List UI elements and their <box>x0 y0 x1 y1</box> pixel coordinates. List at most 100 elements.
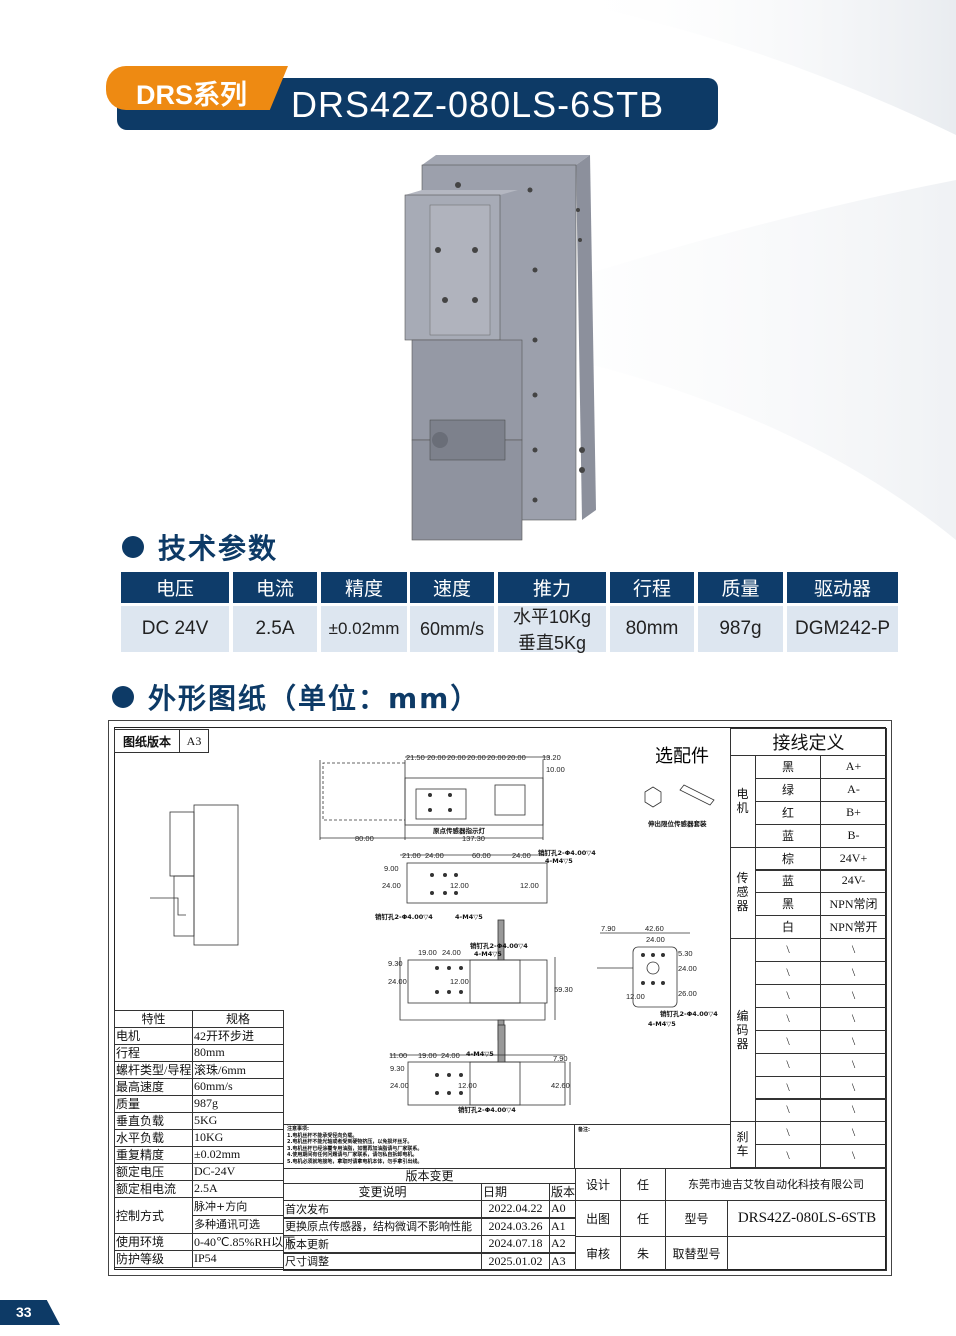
revision-header: 日期 <box>483 1185 508 1199</box>
property-value: 2.5A <box>194 1181 218 1195</box>
property-name: 行程 <box>116 1046 141 1060</box>
wiring-title: 接线定义 <box>772 732 845 754</box>
property-header: 规格 <box>225 1012 250 1026</box>
drawing-frame <box>108 720 892 1276</box>
spec-value: 2.5A <box>233 606 317 652</box>
wire-signal: \ <box>851 1033 856 1048</box>
revision-date: 2024.07.18 <box>488 1236 543 1250</box>
callout-label: 4-M4▽5 <box>648 1020 676 1028</box>
notes: 注意事项: 1.电机丝杆不能承受径向负载。 2.电机丝杆不能光轴或者受到硬物挤压… <box>287 1126 422 1165</box>
wire-color: 白 <box>781 920 794 935</box>
revision-date: 2025.01.02 <box>488 1253 543 1268</box>
drawing-version-value: A3 <box>186 733 202 748</box>
dim-label: 19.00 <box>418 1051 437 1060</box>
model-label: 型号 <box>684 1211 709 1226</box>
revision-version: A3 <box>551 1253 566 1268</box>
dim-label: 5.30 <box>678 949 693 958</box>
dim-label: 24.00 <box>646 935 665 944</box>
wire-color: \ <box>786 1033 790 1048</box>
dim-label: 11.00 <box>389 1051 407 1060</box>
wire-color: \ <box>786 1056 790 1071</box>
wire-signal: \ <box>851 1056 856 1071</box>
dim-label: 9.30 <box>390 1064 405 1073</box>
wire-color: \ <box>786 942 790 957</box>
spec-value: 987g <box>698 606 783 652</box>
spec-header: 电流 <box>233 572 317 603</box>
revision-header: 版本 <box>551 1185 576 1199</box>
revision-description: 尺寸调整 <box>285 1255 329 1268</box>
wire-color: \ <box>786 1102 790 1117</box>
remark-label: 备注: <box>578 1127 590 1133</box>
spec-value: ±0.02mm <box>321 606 407 652</box>
revision-title: 版本变更 <box>405 1169 454 1183</box>
section-title: 技术参数 <box>158 532 279 565</box>
callout-label: 4-M4▽5 <box>466 1050 494 1058</box>
replace-model-value-cell <box>727 1236 887 1271</box>
dim-label: 12.00 <box>450 977 469 986</box>
dim-label: 24.00 <box>442 948 461 957</box>
thumbnail-body <box>193 804 239 946</box>
wire-signal: B- <box>847 827 860 842</box>
spec-value: DC 24V <box>121 606 229 652</box>
wire-color: 蓝 <box>781 874 794 889</box>
note-item: 1.电机丝杆不能承受径向负载。 <box>287 1132 358 1139</box>
dim-label: 24.00 <box>678 964 697 973</box>
dim-label: 59.30 <box>554 985 573 994</box>
spec-header: 电压 <box>121 572 229 603</box>
property-value: 987g <box>194 1096 218 1110</box>
wire-signal: \ <box>851 1125 856 1140</box>
revision-version: A1 <box>551 1218 566 1233</box>
revision-description: 版本更新 <box>285 1237 329 1251</box>
callout-label: 销钉孔2-Φ4.00▽4 <box>660 1009 718 1018</box>
review-label: 审核 <box>585 1246 610 1261</box>
spec-value: 80mm <box>610 606 694 652</box>
dim-label: 9.00 <box>384 864 399 873</box>
wiring-group-label: 传感器 <box>736 871 749 914</box>
property-name: 质量 <box>116 1097 141 1111</box>
property-value: 80mm <box>194 1045 225 1059</box>
wire-color: 绿 <box>781 782 794 797</box>
dim-label: 137.30 <box>462 834 485 843</box>
wire-color: \ <box>786 1148 790 1163</box>
thrust-horizontal: 水平10Kg <box>512 607 592 627</box>
property-header: 特性 <box>141 1012 166 1026</box>
dim-label: 24.00 <box>425 851 444 860</box>
wire-signal: 24V+ <box>839 850 868 865</box>
wire-signal: 24V- <box>841 873 866 888</box>
dim-label: 20.00 <box>467 753 486 762</box>
revision-date: 2022.04.22 <box>488 1201 543 1215</box>
callout-label: 销钉孔2-Φ4.00▽4 <box>538 848 596 857</box>
product-image <box>404 155 596 541</box>
note-item: 5.电机必须就地接地，拿取时请拿电机本体，勿手拿引出线。 <box>287 1158 423 1165</box>
design-value: 任 <box>636 1177 649 1192</box>
dim-label: 7.90 <box>601 924 616 933</box>
wire-color: 棕 <box>781 851 794 866</box>
dim-label: 20.00 <box>447 753 466 762</box>
spec-value: DGM242-P <box>787 606 898 652</box>
callout-label: 4-M4▽5 <box>545 857 573 865</box>
dim-label: 24.00 <box>441 1051 460 1060</box>
dim-label: 19.00 <box>418 948 437 957</box>
property-name: 控制方式 <box>116 1208 165 1223</box>
section-title: 外形图纸（单位：mm） <box>148 682 481 715</box>
dim-label: 12.00 <box>626 992 645 1001</box>
property-name: 电机 <box>116 1029 141 1043</box>
dim-label: 10.00 <box>546 765 565 774</box>
wire-color: 黑 <box>781 897 794 912</box>
spec-header: 精度 <box>321 572 407 603</box>
spec-header: 速度 <box>410 572 494 603</box>
wire-signal: A- <box>847 781 860 796</box>
wiring-group-label: 电机 <box>736 786 749 815</box>
dim-label: 42.60 <box>551 1081 570 1090</box>
bullet-icon <box>112 686 134 708</box>
property-value: IP54 <box>194 1251 217 1265</box>
callout-label: 销钉孔2-Φ4.00▽4 <box>470 941 528 950</box>
review-value: 朱 <box>636 1246 649 1261</box>
property-name: 水平负载 <box>116 1131 165 1145</box>
wire-signal: \ <box>851 942 856 957</box>
callout-label: 4-M4▽5 <box>455 913 483 921</box>
wire-color: 黑 <box>781 759 794 774</box>
notes-title: 注意事项: <box>287 1126 309 1132</box>
property-name: 额定相电流 <box>116 1182 177 1196</box>
wire-color: 蓝 <box>781 828 794 843</box>
